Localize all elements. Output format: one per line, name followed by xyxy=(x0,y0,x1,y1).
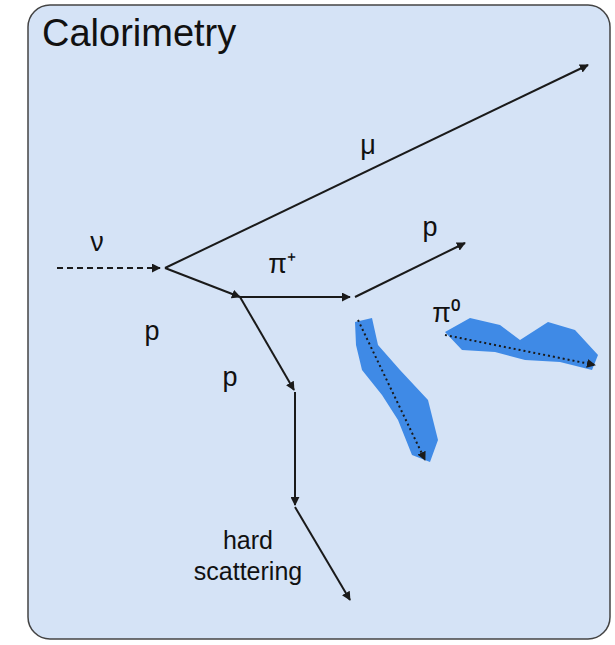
proton-track xyxy=(355,243,465,297)
muon-track xyxy=(165,65,588,268)
particle-label: p xyxy=(422,212,437,243)
shower-blob xyxy=(445,318,598,370)
proton-track xyxy=(294,392,296,505)
process-label: hard scattering xyxy=(183,525,313,588)
photon-track xyxy=(358,320,425,460)
particle-label: p xyxy=(144,316,159,347)
particle-label: π⁰ xyxy=(432,298,460,329)
panel-ground xyxy=(28,5,610,639)
particle-label: μ xyxy=(360,130,376,161)
particle-label: ν xyxy=(90,227,104,258)
panel-title: Calorimetry xyxy=(42,12,236,56)
particle-label: π⁺ xyxy=(268,249,296,280)
proton-track xyxy=(165,268,240,297)
neutrino-track xyxy=(57,267,160,269)
photon-track xyxy=(445,335,595,365)
shower-blob xyxy=(355,318,438,462)
particle-label: p xyxy=(222,362,237,393)
proton-track xyxy=(295,507,350,600)
pion-track xyxy=(240,296,350,298)
proton-track xyxy=(240,297,294,390)
